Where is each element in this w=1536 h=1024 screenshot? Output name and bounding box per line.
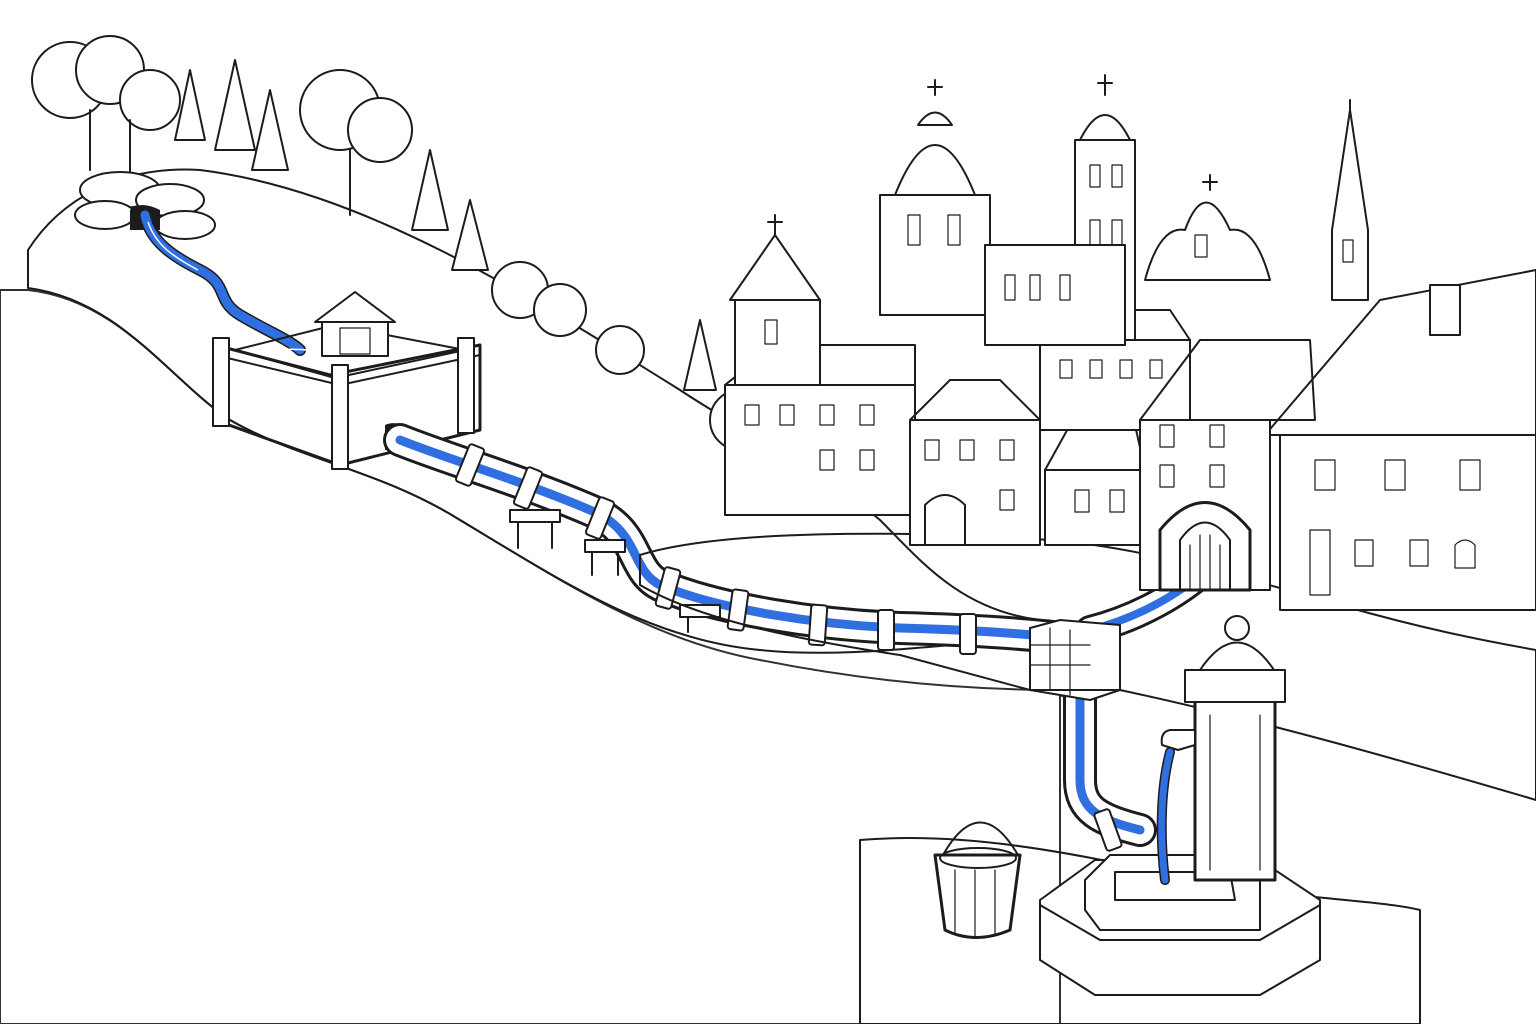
- forest-trees: [31, 35, 827, 477]
- house-left: [724, 344, 916, 516]
- house-mid: [909, 379, 1041, 546]
- water-bucket: [933, 821, 1022, 939]
- collection-cistern: [212, 291, 482, 470]
- town-buildings: [724, 74, 1536, 611]
- stone-basin: [1114, 871, 1236, 901]
- spring-source: [74, 171, 216, 240]
- stream: [139, 209, 306, 356]
- church-towers: [729, 74, 1369, 386]
- house-right: [1264, 269, 1536, 611]
- town-gate: [1139, 339, 1316, 592]
- street-pump: [1039, 615, 1321, 996]
- house-small: [1044, 424, 1146, 546]
- junction-box: [1029, 619, 1121, 701]
- cobble-slope: [0, 289, 1061, 1024]
